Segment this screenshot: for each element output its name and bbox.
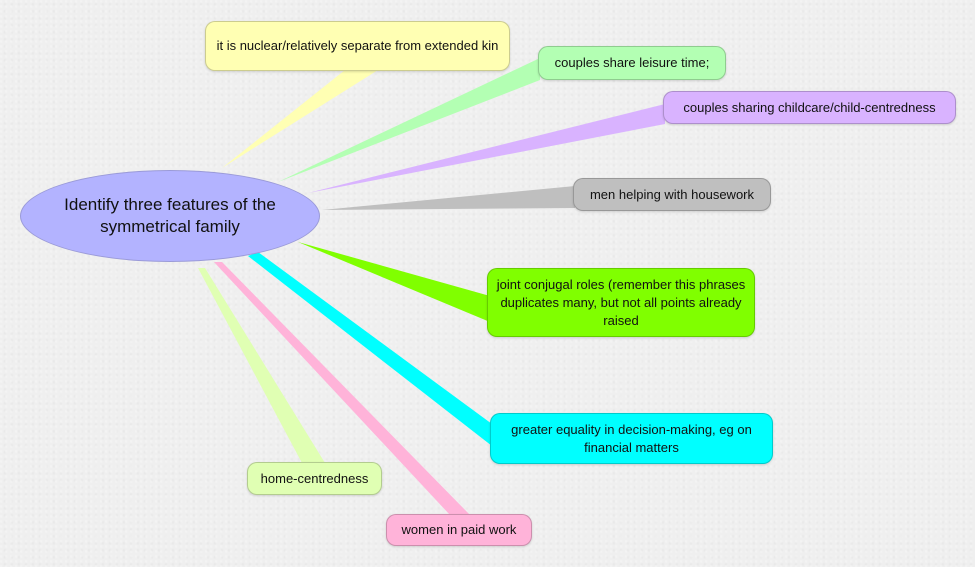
node-label: women in paid work <box>401 522 517 537</box>
branch-childcare <box>308 104 665 193</box>
branch-conjugal <box>298 242 490 322</box>
branch-leisure <box>278 58 540 182</box>
node-label: home-centredness <box>260 470 369 486</box>
branch-nuclear <box>222 70 378 168</box>
node-paidwork[interactable]: women in paid work <box>386 514 532 546</box>
node-childcare[interactable]: couples sharing childcare/child-centredn… <box>663 91 956 124</box>
branch-housework <box>322 186 575 210</box>
node-label: couples share leisure time; <box>554 55 710 70</box>
central-topic[interactable]: Identify three features of the symmetric… <box>20 170 320 262</box>
branch-paidwork <box>214 262 470 515</box>
node-label: joint conjugal roles (remember this phra… <box>496 276 746 328</box>
node-nuclear[interactable]: it is nuclear/relatively separate from e… <box>205 21 510 71</box>
node-leisure[interactable]: couples share leisure time; <box>538 46 726 80</box>
branch-home <box>198 268 325 463</box>
node-conjugal[interactable]: joint conjugal roles (remember this phra… <box>487 268 755 337</box>
node-label: it is nuclear/relatively separate from e… <box>216 38 499 53</box>
node-label: greater equality in decision-making, eg … <box>511 421 752 455</box>
node-equality[interactable]: greater equality in decision-making, eg … <box>490 413 773 464</box>
node-label: couples sharing childcare/child-centredn… <box>683 99 936 115</box>
node-housework[interactable]: men helping with housework <box>573 178 771 211</box>
branch-equality <box>248 252 492 446</box>
node-label: men helping with housework <box>589 186 755 202</box>
node-home[interactable]: home-centredness <box>247 462 382 495</box>
central-topic-label: Identify three features of the symmetric… <box>64 195 276 236</box>
